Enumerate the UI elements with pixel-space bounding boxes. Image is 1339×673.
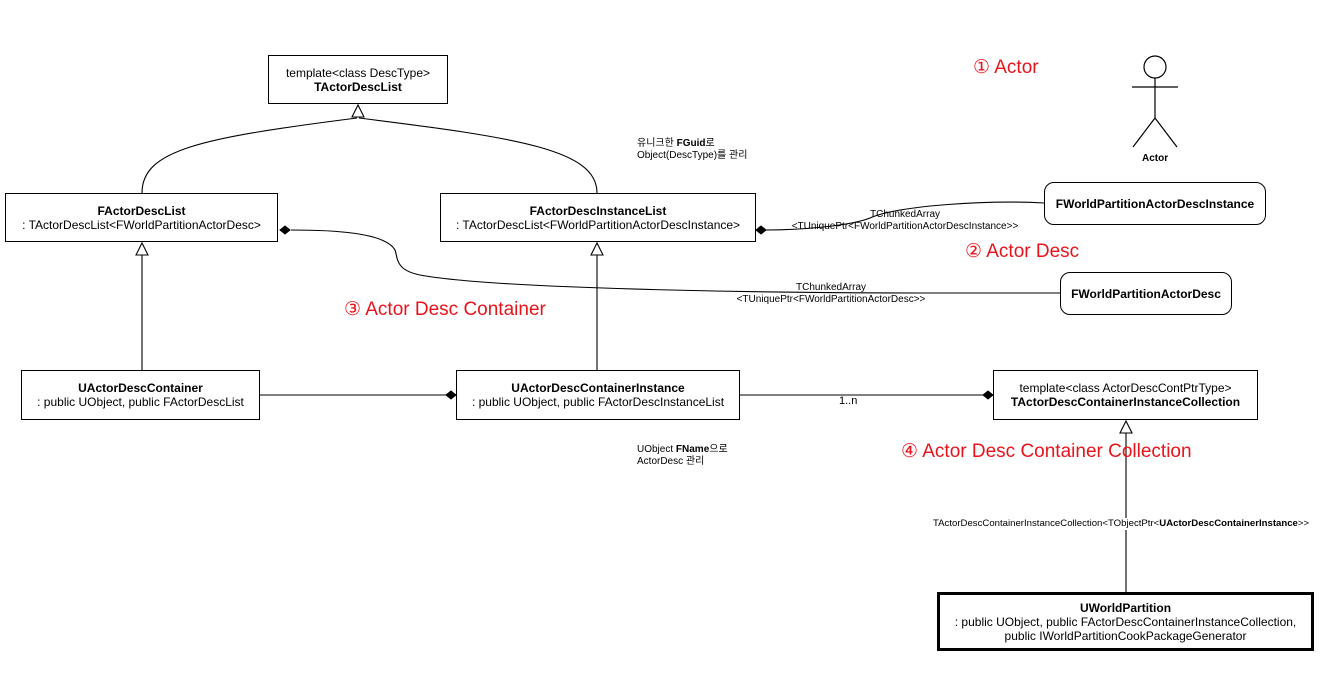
fworldpartitionactordesc-box[interactable]: FWorldPartitionActorDesc — [1060, 272, 1232, 315]
uactordesccontainer-title: UActorDescContainer — [78, 381, 203, 395]
fguid-note-post: 로 — [705, 138, 715, 149]
fworldpartitionactordesc-title: FWorldPartitionActorDesc — [1071, 286, 1221, 301]
inherit-arrowhead-collection — [1119, 419, 1133, 434]
actor-label: Actor — [1142, 153, 1169, 164]
fguid-note-pre: 유니크한 — [637, 138, 677, 149]
factordesclist-title: FActorDescList — [97, 203, 186, 218]
callout-actor: ① Actor — [973, 57, 1039, 78]
fworldpartitionactordescinstance-title: FWorldPartitionActorDescInstance — [1055, 196, 1255, 211]
tactordesclist-template: template<class DescType> — [285, 65, 431, 80]
inherit-edge-factordesclist — [141, 117, 358, 194]
diamond-instance-left — [445, 390, 457, 400]
tactordesclist-box[interactable]: template<class DescType> TActorDescList — [268, 55, 448, 104]
uactordesccontainer-box[interactable]: UActorDescContainer : public UObject, pu… — [21, 370, 260, 420]
collection-edge-label-pre: TActorDescContainerInstanceCollection<TO… — [933, 518, 1160, 529]
diamond-collection — [982, 390, 994, 400]
inherit-arrowhead-factordescinstancelist — [590, 241, 604, 256]
chunked-edge-descinstance — [765, 201, 1045, 231]
uworldpartition-sub2: public IWorldPartitionCookPackageGenerat… — [1004, 628, 1247, 643]
fname-note-line2: ActorDesc 관리 — [637, 456, 705, 467]
factordescinstancelist-sub: : TActorDescList<FWorldPartitionActorDes… — [455, 217, 741, 232]
chunked-label-desc-b: <TUniquePtr<FWorldPartitionActorDesc>> — [736, 294, 926, 305]
collection-edge-label-bold: UActorDescContainerInstance — [1159, 518, 1298, 529]
factordescinstancelist-title: FActorDescInstanceList — [529, 203, 667, 218]
multiplicity-label: 1..n — [839, 395, 858, 407]
uactordesccontainerinstance-box[interactable]: UActorDescContainerInstance : public UOb… — [456, 370, 740, 420]
chunked-label-descinstance-a: TChunkedArray — [869, 209, 941, 220]
factordesclist-box[interactable]: FActorDescList : TActorDescList<FWorldPa… — [5, 193, 278, 242]
fguid-note: 유니크한 FGuid로 Object(DescType)를 관리 — [637, 138, 747, 162]
tactordesclist-title: TActorDescList — [314, 79, 402, 94]
chunked-label-desc: TChunkedArray <TUniquePtr<FWorldPartitio… — [711, 282, 951, 306]
uactordesccontainerinstance-title: UActorDescContainerInstance — [511, 381, 685, 395]
callout-actor-desc-container: ③ Actor Desc Container — [344, 299, 546, 320]
chunked-label-desc-a: TChunkedArray — [795, 282, 867, 293]
chunked-edge-desc — [290, 229, 1060, 294]
collection-template: template<class ActorDescContPtrType> — [1019, 381, 1232, 395]
fname-note-bold: FName — [675, 444, 710, 455]
diamond-factordesclist — [279, 225, 291, 235]
actor-stick-figure — [1132, 55, 1178, 148]
chunked-label-descinstance: TChunkedArray <TUniquePtr<FWorldPartitio… — [780, 209, 1030, 233]
uworldpartition-title: UWorldPartition — [1079, 600, 1172, 615]
uactordesccontainer-sub: : public UObject, public FActorDescList — [37, 395, 244, 409]
uworldpartition-box[interactable]: UWorldPartition : public UObject, public… — [937, 592, 1314, 651]
fname-note-pre: UObject — [637, 444, 676, 455]
fname-note: UObject FName으로 ActorDesc 관리 — [637, 444, 728, 468]
callout-actor-desc: ② Actor Desc — [965, 241, 1080, 262]
fname-note-post: 으로 — [709, 444, 728, 455]
collection-edge-label: TActorDescContainerInstanceCollection<TO… — [933, 518, 1310, 530]
uactordesccontainerinstance-sub: : public UObject, public FActorDescInsta… — [471, 395, 725, 409]
factordesclist-sub: : TActorDescList<FWorldPartitionActorDes… — [22, 217, 261, 232]
callout-actor-desc-container-collection: ④ Actor Desc Container Collection — [901, 441, 1192, 462]
fguid-note-line2: Object(DescType)를 관리 — [637, 150, 748, 161]
collection-box[interactable]: template<class ActorDescContPtrType> TAc… — [993, 370, 1258, 420]
diamond-factordescinstancelist — [755, 225, 767, 235]
fworldpartitionactordescinstance-box[interactable]: FWorldPartitionActorDescInstance — [1044, 182, 1266, 225]
inherit-arrowhead-top — [351, 103, 365, 118]
uworldpartition-sub1: : public UObject, public FActorDescConta… — [954, 614, 1297, 629]
inherit-arrowhead-factordesclist — [135, 241, 149, 256]
fguid-note-bold: FGuid — [676, 138, 706, 149]
collection-title: TActorDescContainerInstanceCollection — [1010, 395, 1241, 409]
inherit-edge-factordescinstancelist — [358, 117, 598, 194]
chunked-label-descinstance-b: <TUniquePtr<FWorldPartitionActorDescInst… — [791, 221, 1019, 232]
factordescinstancelist-box[interactable]: FActorDescInstanceList : TActorDescList<… — [440, 193, 756, 242]
collection-edge-label-post: >> — [1297, 518, 1310, 529]
